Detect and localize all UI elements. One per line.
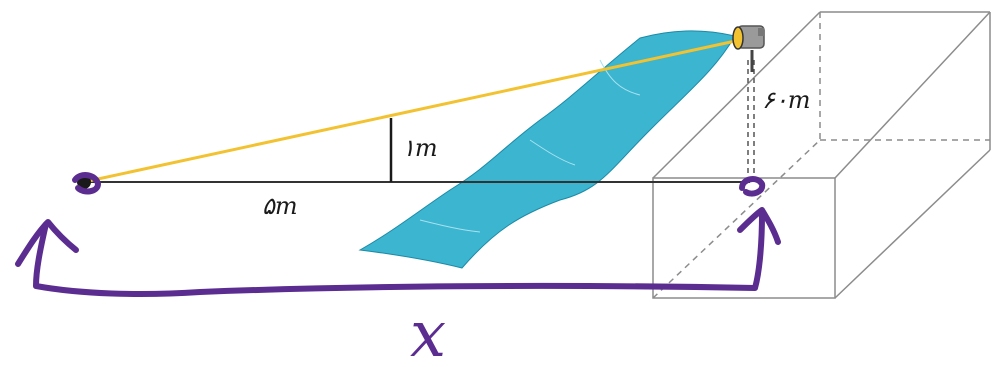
building-box	[652, 11, 991, 299]
ink-dot-right	[739, 176, 766, 197]
short-leg-label: ۵m	[262, 192, 298, 220]
small-height-label: ۱m	[402, 134, 438, 162]
ink-dot-left	[72, 172, 101, 195]
tower-height-line	[747, 60, 755, 182]
line-of-sight	[83, 38, 741, 184]
handwritten-annotation	[15, 172, 781, 297]
tower-height-label: ۶۰m	[762, 86, 811, 114]
box-front-face	[652, 177, 836, 299]
river	[358, 30, 736, 269]
spotlight-icon	[732, 25, 765, 72]
ink-arrow-right-head	[737, 207, 781, 245]
ink-bracket	[33, 211, 765, 297]
unknown-distance-label: x	[410, 298, 446, 367]
